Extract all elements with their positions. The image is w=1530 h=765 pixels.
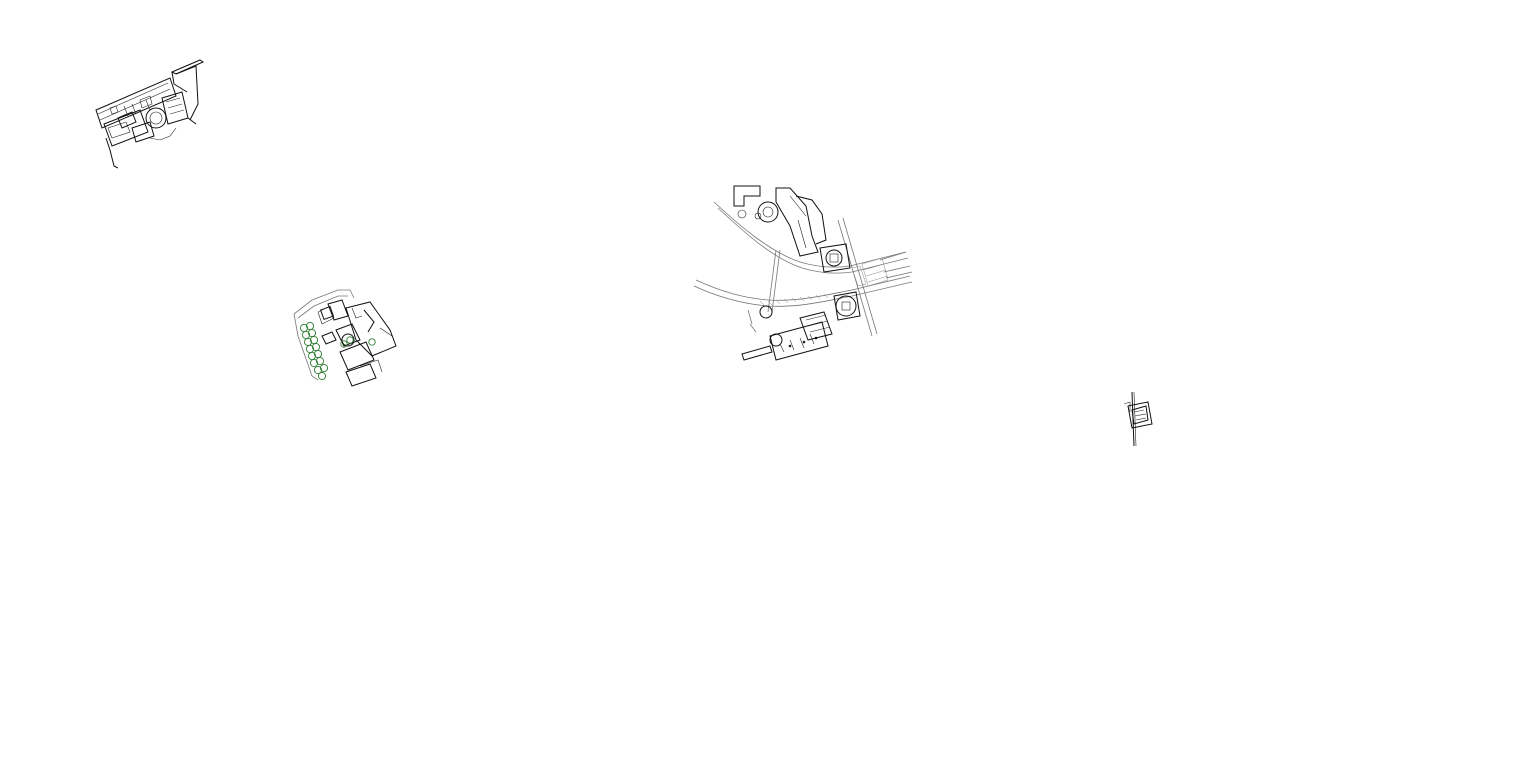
- site-plan-west-landscape[interactable]: [293, 289, 397, 387]
- site-plan-central-campus[interactable]: [693, 185, 913, 361]
- site-plan-east-small[interactable]: [1123, 391, 1153, 447]
- site-plan-north-west[interactable]: [95, 59, 205, 169]
- tree-row: [299, 321, 376, 381]
